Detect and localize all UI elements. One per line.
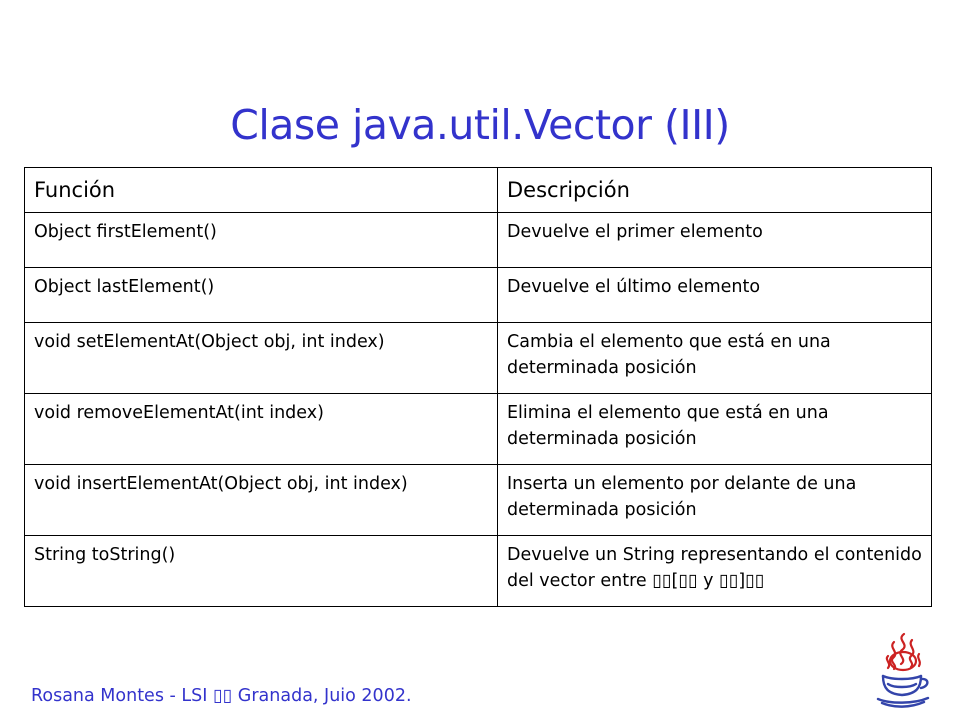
header-descripcion: Descripción — [497, 167, 932, 213]
cell-funcion: Object firstElement() — [24, 212, 498, 268]
java-coffee-cup-icon — [874, 628, 934, 712]
table-row: void insertElementAt(Object obj, int ind… — [24, 464, 932, 536]
table-row: String toString() Devuelve un String rep… — [24, 535, 932, 607]
cell-descripcion: Devuelve el primer elemento — [497, 212, 932, 268]
cell-descripcion: Elimina el elemento que está en una dete… — [497, 393, 932, 465]
cell-descripcion: Cambia el elemento que está en una deter… — [497, 322, 932, 394]
cell-funcion: void removeElementAt(int index) — [24, 393, 498, 465]
slide-title: Clase java.util.Vector (III) — [230, 101, 730, 149]
cell-descripcion: Devuelve el último elemento — [497, 267, 932, 323]
cell-funcion: Object lastElement() — [24, 267, 498, 323]
table-row: Object lastElement() Devuelve el último … — [24, 267, 932, 323]
header-funcion: Función — [24, 167, 498, 213]
table-row: void removeElementAt(int index) Elimina … — [24, 393, 932, 465]
cell-descripcion: Devuelve un String representando el cont… — [497, 535, 932, 607]
table-header-row: Función Descripción — [24, 167, 932, 213]
footer-credit: Rosana Montes - LSI ▯▯ Granada, Juio 200… — [31, 686, 412, 706]
cell-funcion: void setElementAt(Object obj, int index) — [24, 322, 498, 394]
table-row: Object firstElement() Devuelve el primer… — [24, 212, 932, 268]
cell-descripcion: Inserta un elemento por delante de una d… — [497, 464, 932, 536]
table-row: void setElementAt(Object obj, int index)… — [24, 322, 932, 394]
cell-funcion: void insertElementAt(Object obj, int ind… — [24, 464, 498, 536]
cell-funcion: String toString() — [24, 535, 498, 607]
methods-table: Función Descripción Object firstElement(… — [24, 167, 932, 607]
